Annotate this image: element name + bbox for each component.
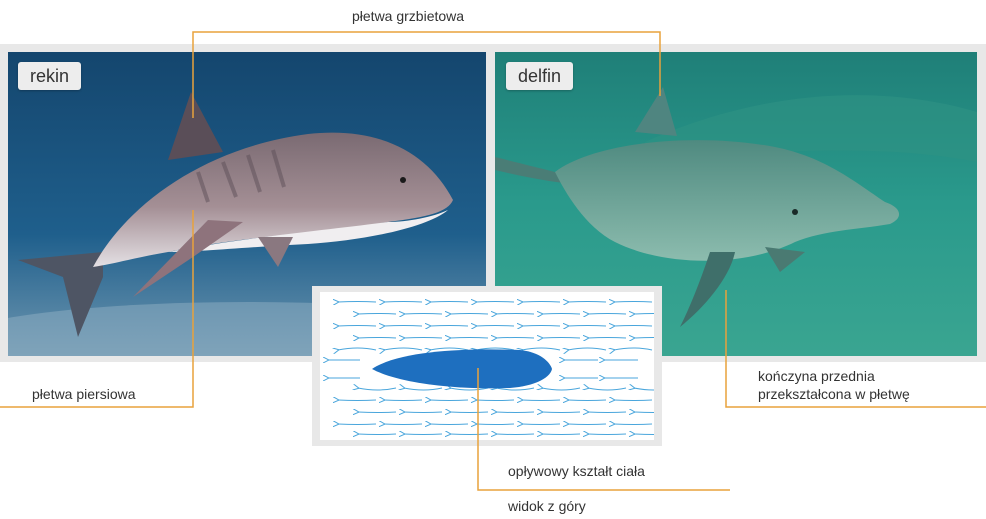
forelimb-label-line2: przekształcona w płetwę: [758, 386, 910, 402]
top-view-label: widok z góry: [508, 498, 586, 514]
streamlined-shape-label: opływowy kształt ciała: [508, 463, 645, 479]
pectoral-fin-label: płetwa piersiowa: [32, 386, 136, 402]
forelimb-label-line1: kończyna przednia: [758, 368, 875, 384]
dorsal-fin-label: płetwa grzbietowa: [352, 8, 464, 24]
